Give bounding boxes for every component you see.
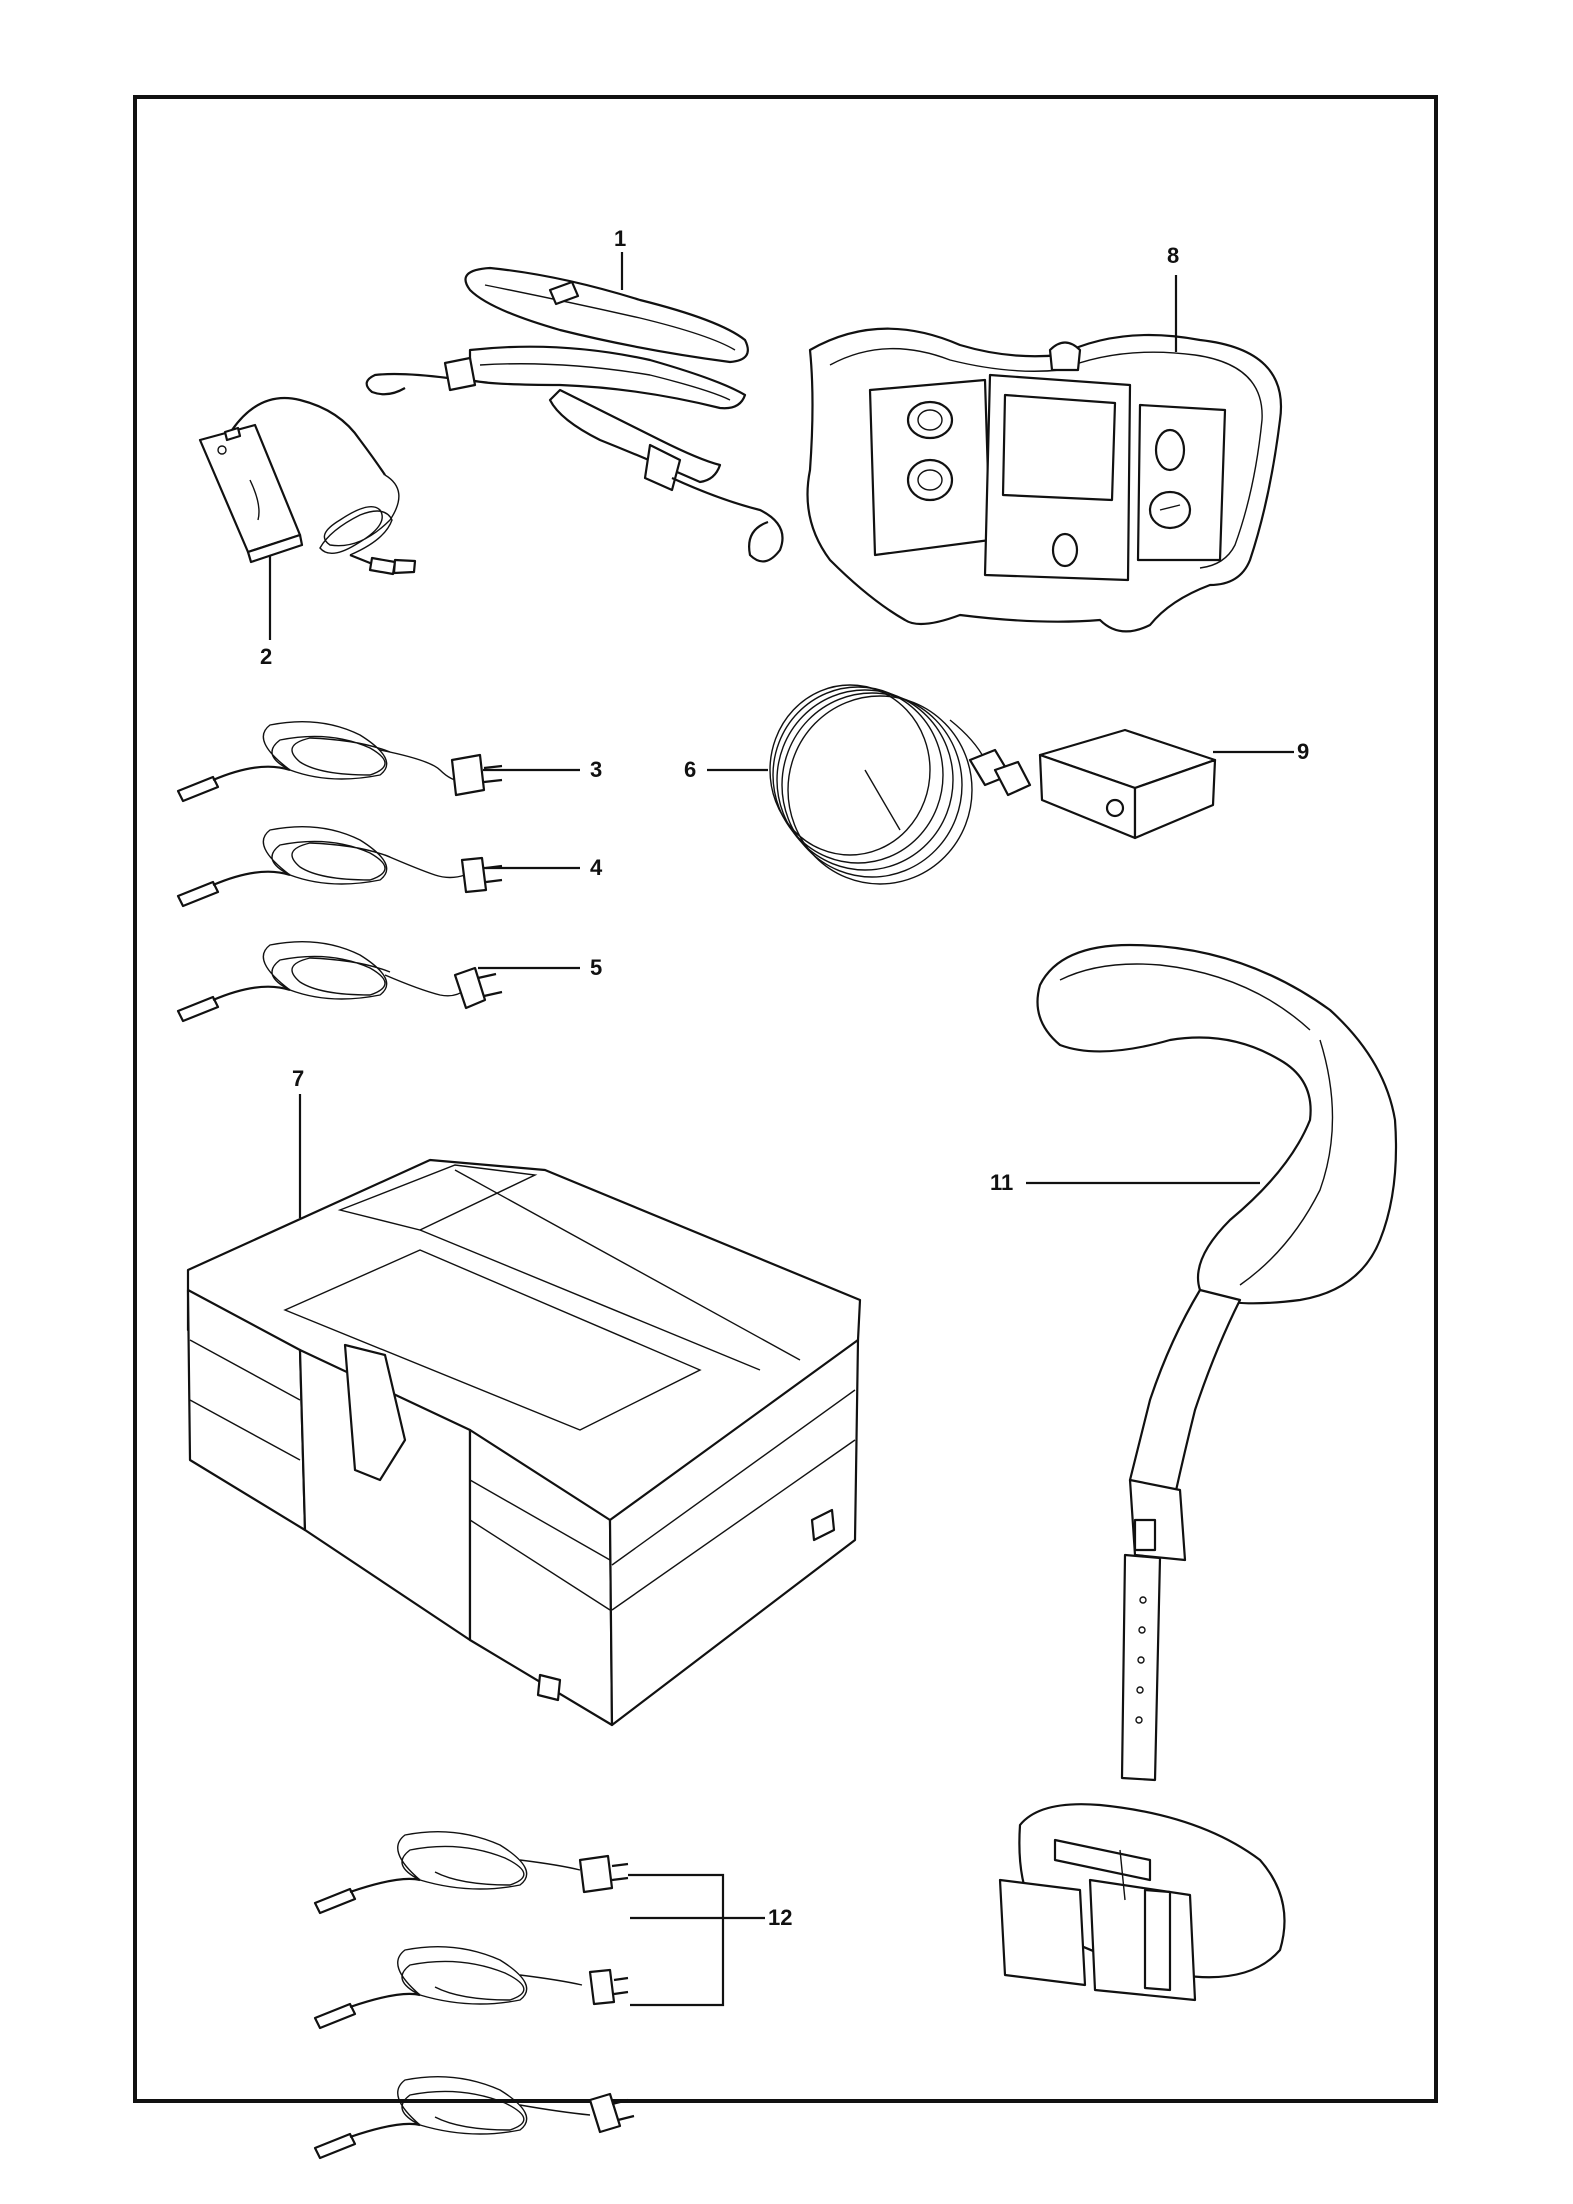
callout-12: 12 — [768, 1905, 793, 1930]
power-cord-3-drawing — [176, 721, 503, 803]
callout-4: 4 — [590, 855, 603, 880]
power-cord-5-drawing — [176, 941, 503, 1023]
carrying-case-drawing — [186, 1158, 862, 1727]
callout-3: 3 — [590, 757, 603, 782]
harness-drawing — [998, 943, 1398, 2002]
callout-7: 7 — [292, 1066, 305, 1091]
power-cord-4-drawing — [176, 826, 503, 908]
small-box-drawing — [1038, 728, 1217, 840]
callout-2: 2 — [260, 644, 273, 669]
charger-drawing — [198, 396, 417, 576]
diagram-frame — [133, 95, 1438, 2103]
callout-11: 11 — [990, 1170, 1014, 1195]
coiled-cable-drawing — [769, 684, 1032, 885]
power-cords-12-drawing — [313, 1831, 635, 2160]
remote-control-drawing — [806, 327, 1283, 633]
callout-1: 1 — [614, 226, 627, 251]
callout-8: 8 — [1167, 243, 1180, 268]
shoulder-strap-drawing — [365, 266, 784, 563]
callout-9: 9 — [1297, 739, 1310, 764]
leader-lines — [268, 252, 1294, 2007]
callout-6: 6 — [684, 757, 697, 782]
callout-5: 5 — [590, 955, 603, 980]
